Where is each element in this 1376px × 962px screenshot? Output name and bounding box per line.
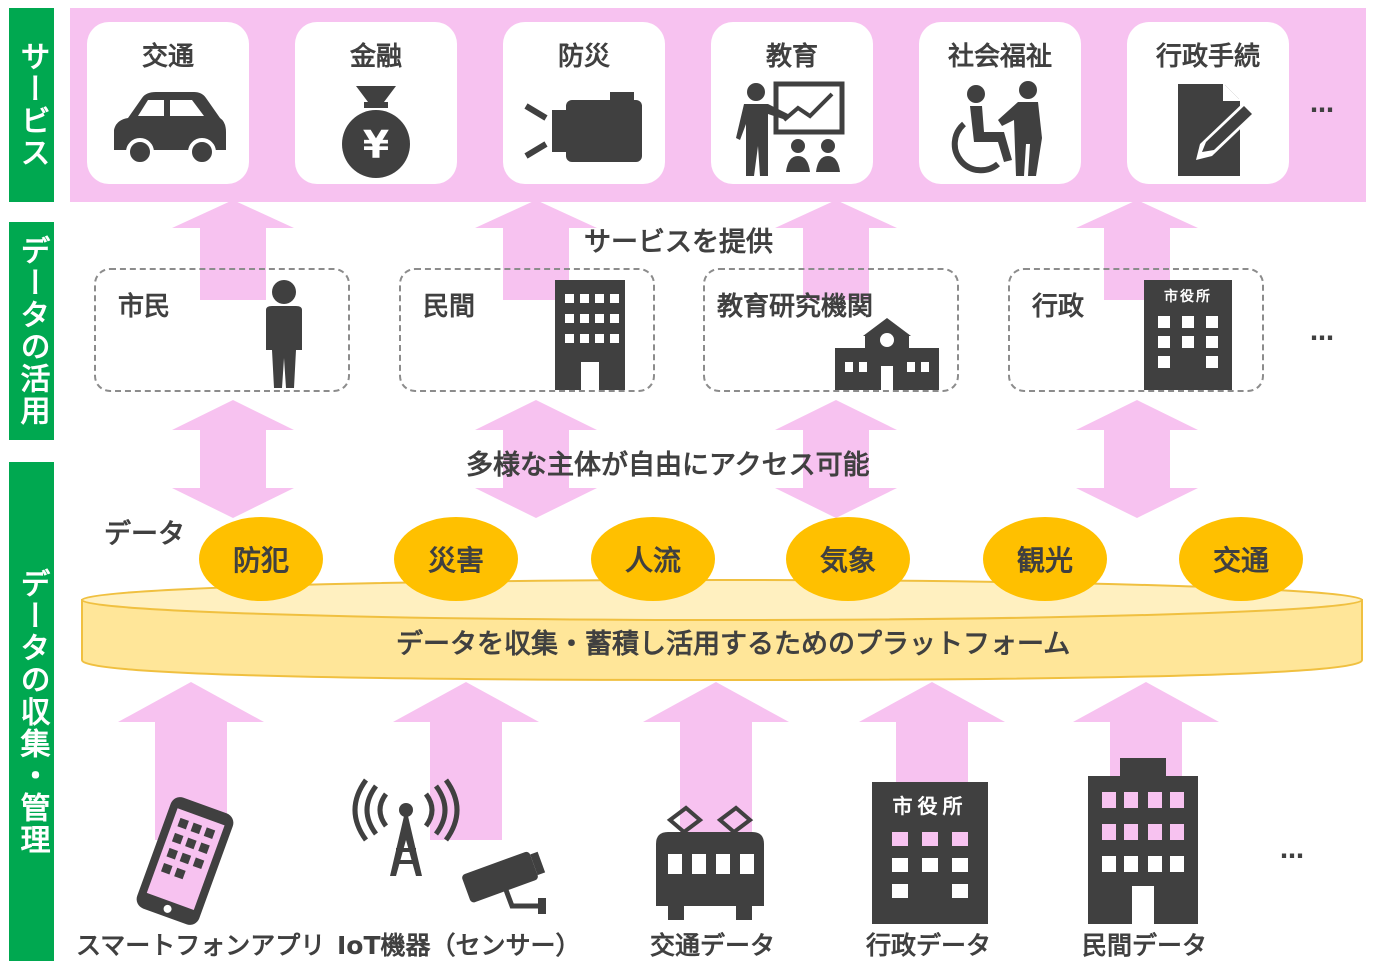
up-arrow-private bbox=[475, 200, 597, 300]
up-arrow-smartphone bbox=[118, 682, 264, 840]
sidebar-collection: データの収集・管理 bbox=[9, 462, 54, 961]
city-hall-windows bbox=[892, 832, 968, 898]
actor-label: 行政 bbox=[1032, 292, 1085, 322]
data-label: データ bbox=[104, 519, 185, 550]
sidebar-services: サービス bbox=[9, 8, 54, 202]
teacher-icon bbox=[736, 81, 845, 176]
double-arrow-citizen bbox=[172, 400, 294, 518]
data-item-traffic: 交通 bbox=[1179, 517, 1303, 601]
sources-more: … bbox=[1280, 836, 1308, 864]
svg-text:¥: ¥ bbox=[363, 123, 389, 167]
up-arrow-citizen bbox=[172, 200, 294, 300]
source-label-traffic: 交通データ bbox=[650, 931, 776, 960]
data-item-tourism: 観光 bbox=[983, 517, 1107, 601]
smartphone-icon bbox=[136, 797, 234, 925]
service-label: 防災 bbox=[557, 42, 610, 72]
data-item-people-flow: 人流 bbox=[591, 517, 715, 601]
office-building-icon bbox=[1088, 758, 1198, 924]
actor-box-citizen: 市民 bbox=[94, 268, 350, 392]
up-arrow-education bbox=[775, 200, 897, 300]
service-label: 金融 bbox=[349, 42, 402, 72]
service-card-welfare: 社会福祉 bbox=[919, 22, 1081, 184]
sidebar-collection-label: データの収集・管理 bbox=[14, 567, 50, 856]
service-label: 社会福祉 bbox=[947, 42, 1052, 72]
data-item-disaster: 災害 bbox=[394, 517, 518, 601]
source-label-private: 民間データ bbox=[1082, 931, 1208, 960]
service-card-disaster: 防災 bbox=[503, 22, 665, 184]
provide-service-text: サービスを提供 bbox=[584, 227, 773, 258]
actor-box-education: 教育研究機関 bbox=[703, 268, 959, 392]
siren-icon bbox=[524, 92, 642, 162]
data-item-crime: 防犯 bbox=[199, 517, 323, 601]
wheelchair-icon bbox=[951, 81, 1042, 176]
office-building-icon bbox=[555, 280, 625, 390]
actor-box-private: 民間 bbox=[399, 268, 655, 392]
yen-bag-icon: ¥ bbox=[342, 86, 410, 178]
actor-label: 民間 bbox=[423, 292, 476, 322]
platform-text: データを収集・蓄積し活用するためのプラットフォーム bbox=[396, 629, 1071, 660]
document-pen-icon bbox=[1178, 84, 1256, 176]
sidebar-services-label: サービス bbox=[14, 41, 50, 169]
service-card-finance: 金融 ¥ bbox=[295, 22, 457, 184]
service-label: 行政手続 bbox=[1155, 42, 1260, 72]
train-icon bbox=[656, 805, 764, 920]
city-hall-windows bbox=[1158, 316, 1218, 368]
city-hall-icon: 市役所 bbox=[1144, 280, 1232, 390]
sidebar-utilization-label: データの活用 bbox=[14, 235, 50, 427]
person-icon bbox=[266, 280, 302, 388]
service-card-admin: 行政手続 bbox=[1127, 22, 1289, 184]
school-icon bbox=[835, 318, 939, 390]
up-arrow-traffic bbox=[643, 682, 789, 840]
data-item-weather: 気象 bbox=[786, 517, 910, 601]
up-arrow-gov-data bbox=[859, 682, 1005, 800]
source-label-iot: IoT機器（センサー） bbox=[337, 931, 581, 960]
access-text: 多様な主体が自由にアクセス可能 bbox=[466, 450, 870, 481]
source-label-gov: 行政データ bbox=[866, 931, 992, 960]
double-arrow-private bbox=[475, 400, 597, 518]
up-arrow-gov bbox=[1076, 200, 1198, 300]
city-hall-icon: 市役所 bbox=[872, 782, 988, 924]
service-card-traffic: 交通 bbox=[87, 22, 249, 184]
source-label-smartphone: スマートフォンアプリ bbox=[76, 931, 326, 960]
sidebar-utilization: データの活用 bbox=[9, 222, 54, 440]
double-arrow-education bbox=[775, 400, 897, 518]
up-arrow-iot bbox=[393, 682, 539, 840]
up-arrow-private-data bbox=[1073, 682, 1219, 790]
city-hall-sign: 市役所 bbox=[892, 794, 968, 818]
city-hall-sign: 市役所 bbox=[1164, 289, 1212, 305]
double-arrow-gov bbox=[1076, 400, 1198, 518]
service-label: 教育 bbox=[765, 42, 818, 72]
services-more: … bbox=[1310, 90, 1338, 118]
service-card-education: 教育 bbox=[711, 22, 873, 184]
actor-box-gov: 行政 市役所 bbox=[1008, 268, 1264, 392]
car-icon bbox=[114, 92, 226, 166]
sensor-icon bbox=[352, 778, 546, 914]
actor-label: 市民 bbox=[118, 292, 171, 322]
actors-more: … bbox=[1310, 318, 1338, 346]
actor-label: 教育研究機関 bbox=[717, 292, 874, 322]
service-label: 交通 bbox=[141, 42, 194, 72]
